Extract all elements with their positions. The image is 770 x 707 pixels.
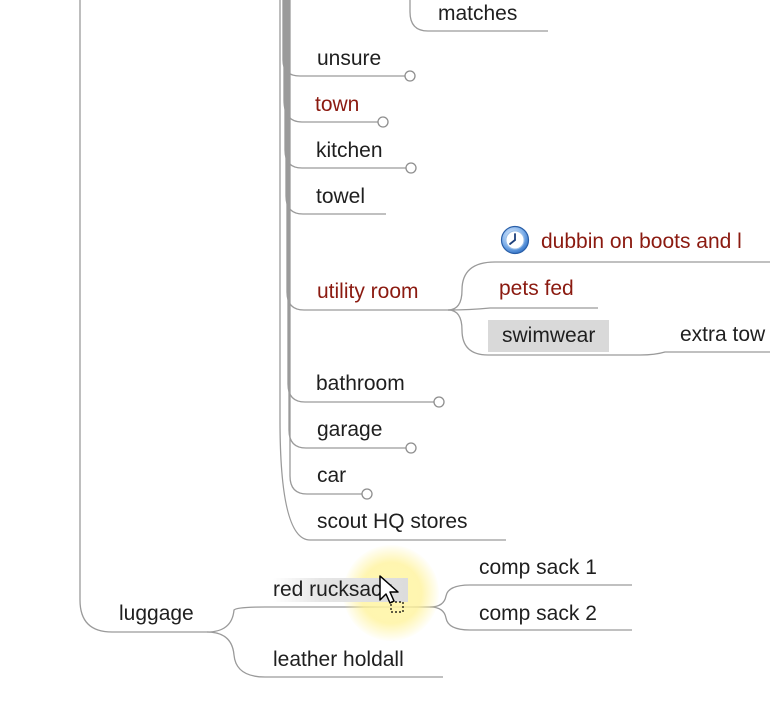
- node-comp-sack-2[interactable]: comp sack 2: [479, 602, 597, 625]
- collapse-circle-icon[interactable]: [404, 70, 416, 82]
- node-luggage[interactable]: luggage: [119, 602, 194, 625]
- connector-car: [289, 0, 367, 495]
- node-towel[interactable]: towel: [316, 185, 366, 208]
- node-unsure[interactable]: unsure: [317, 47, 382, 70]
- node-swimwear[interactable]: swimwear: [488, 320, 610, 352]
- connector-pets-fed: [447, 307, 598, 311]
- node-scout-hq-stores[interactable]: scout HQ stores: [317, 510, 468, 533]
- collapse-circle-icon[interactable]: [405, 162, 417, 174]
- connector-dubbin: [447, 261, 770, 311]
- node-garage[interactable]: garage: [317, 418, 383, 441]
- node-car[interactable]: car: [317, 464, 347, 487]
- connector-bathroom: [287, 0, 439, 403]
- node-bathroom[interactable]: bathroom: [316, 372, 405, 395]
- connector-scout: [279, 0, 311, 541]
- collapse-circle-icon[interactable]: [377, 116, 389, 128]
- collapse-circle-icon[interactable]: [433, 396, 445, 408]
- connector-leather-holdall: [206, 631, 443, 678]
- collapse-circle-icon[interactable]: [361, 488, 373, 500]
- connector-swimwear: [447, 309, 627, 356]
- connector-extra-towel: [627, 351, 770, 356]
- node-pets-fed[interactable]: pets fed: [499, 277, 574, 300]
- connector-garage: [288, 0, 411, 449]
- clock-icon: [500, 225, 530, 255]
- node-utility-room[interactable]: utility room: [317, 280, 419, 303]
- node-dubbin-on-boots[interactable]: dubbin on boots and l: [541, 230, 742, 253]
- node-extra-towel[interactable]: extra tow: [680, 323, 766, 346]
- connector-red-rucksack: [206, 606, 430, 633]
- connector-utility: [286, 0, 448, 311]
- node-red-rucksack[interactable]: red rucksack: [273, 578, 409, 602]
- connector-trunk-luggage: [79, 0, 207, 633]
- node-comp-sack-1[interactable]: comp sack 1: [479, 556, 597, 579]
- node-leather-holdall[interactable]: leather holdall: [273, 648, 404, 671]
- node-town[interactable]: town: [315, 93, 360, 116]
- node-kitchen[interactable]: kitchen: [316, 139, 383, 162]
- node-matches[interactable]: matches: [438, 2, 518, 25]
- connector-matches: [409, 0, 548, 32]
- collapse-circle-icon[interactable]: [405, 442, 417, 454]
